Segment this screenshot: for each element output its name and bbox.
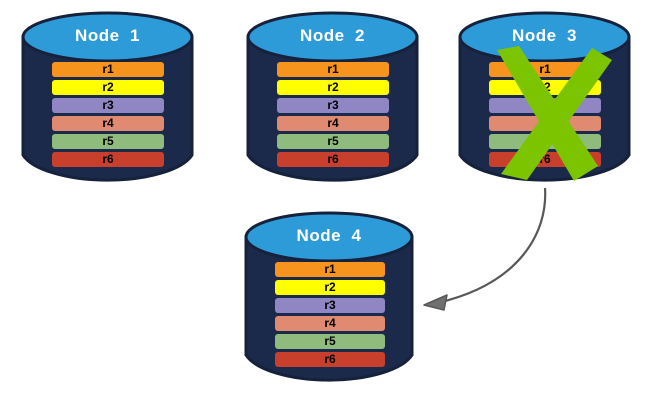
row-bar-r4[interactable]: r4 (277, 116, 389, 131)
row-bar-r5[interactable]: r5 (277, 134, 389, 149)
node-rows-4: r1 r2 r3 r4 r5 r6 (275, 262, 385, 367)
row-bar-r3[interactable]: r3 (275, 298, 385, 313)
node-cylinder-2[interactable]: Node 2 r1 r2 r3 r4 r5 r6 (245, 10, 420, 188)
node-cylinder-4[interactable]: Node 4 r1 r2 r3 r4 r5 r6 (243, 210, 415, 388)
arrow-head (423, 294, 448, 311)
row-bar-r3[interactable]: r3 (489, 98, 601, 113)
node-rows-1: r1 r2 r3 r4 r5 r6 (52, 62, 164, 167)
row-bar-r4[interactable]: r4 (489, 116, 601, 131)
row-bar-r2[interactable]: r2 (489, 80, 601, 95)
node-cylinder-3[interactable]: Node 3 r1 r2 r3 r4 r5 r6 (457, 10, 632, 188)
row-bar-r1[interactable]: r1 (489, 62, 601, 77)
row-bar-r5[interactable]: r5 (489, 134, 601, 149)
node-rows-2: r1 r2 r3 r4 r5 r6 (277, 62, 389, 167)
node-rows-3: r1 r2 r3 r4 r5 r6 (489, 62, 601, 167)
row-bar-r6[interactable]: r6 (52, 152, 164, 167)
row-bar-r6[interactable]: r6 (277, 152, 389, 167)
row-bar-r4[interactable]: r4 (275, 316, 385, 331)
row-bar-r1[interactable]: r1 (277, 62, 389, 77)
row-bar-r5[interactable]: r5 (275, 334, 385, 349)
row-bar-r6[interactable]: r6 (489, 152, 601, 167)
arrow-curve (436, 187, 547, 305)
row-bar-r2[interactable]: r2 (52, 80, 164, 95)
row-bar-r3[interactable]: r3 (277, 98, 389, 113)
row-bar-r6[interactable]: r6 (275, 352, 385, 367)
row-bar-r2[interactable]: r2 (277, 80, 389, 95)
row-bar-r5[interactable]: r5 (52, 134, 164, 149)
node-cylinder-1[interactable]: Node 1 r1 r2 r3 r4 r5 r6 (20, 10, 195, 188)
row-bar-r3[interactable]: r3 (52, 98, 164, 113)
row-bar-r2[interactable]: r2 (275, 280, 385, 295)
row-bar-r1[interactable]: r1 (275, 262, 385, 277)
row-bar-r4[interactable]: r4 (52, 116, 164, 131)
row-bar-r1[interactable]: r1 (52, 62, 164, 77)
